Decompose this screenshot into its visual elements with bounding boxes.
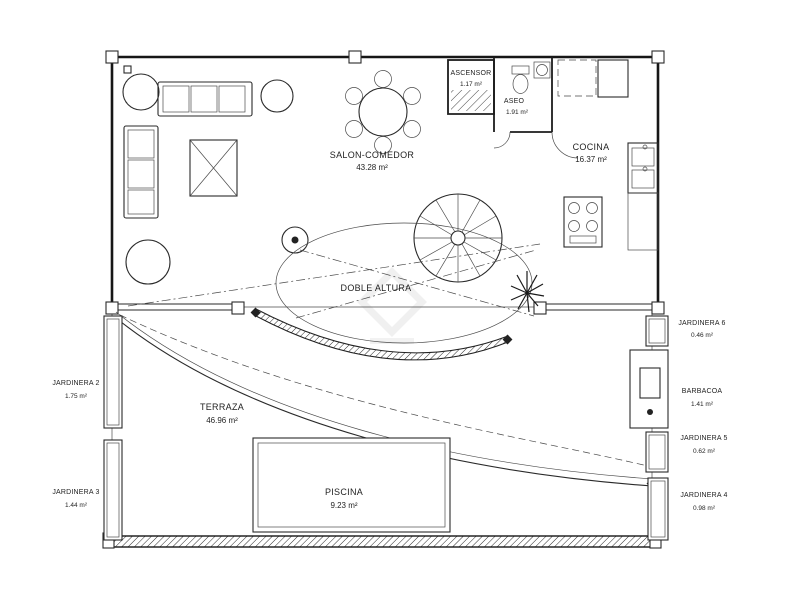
pool bbox=[252, 437, 451, 533]
planter-6 bbox=[645, 315, 669, 347]
label-jardinera6: JARDINERA 6 bbox=[678, 320, 725, 327]
sofa2-icon bbox=[123, 125, 159, 219]
sofa-icon bbox=[157, 81, 253, 117]
area-jardinera6: 0.46 m² bbox=[691, 332, 714, 339]
planter-2 bbox=[103, 315, 123, 429]
planters-right bbox=[629, 315, 669, 541]
planters-left bbox=[103, 315, 123, 541]
area-salon: 43.28 m² bbox=[356, 163, 388, 172]
label-piscina: PISCINA bbox=[325, 487, 363, 497]
area-piscina: 9.23 m² bbox=[330, 501, 357, 510]
structural-column-icon bbox=[281, 226, 309, 254]
label-barbacoa: BARBACOA bbox=[682, 388, 723, 395]
door-arc-aseo bbox=[493, 131, 511, 149]
door-arc-kitchen bbox=[551, 131, 579, 159]
area-aseo: 1.91 m² bbox=[506, 109, 529, 116]
area-jardinera3: 1.44 m² bbox=[65, 502, 88, 509]
label-jardinera3: JARDINERA 3 bbox=[52, 489, 99, 496]
area-ascensor: 1.17 m² bbox=[460, 81, 483, 88]
watermark bbox=[357, 267, 427, 344]
kitchen bbox=[557, 59, 659, 251]
labels: SALON-COMEDOR 43.28 m² ASCENSOR 1.17 m² … bbox=[52, 70, 727, 512]
stove-icon bbox=[563, 196, 603, 248]
coffee-table-icon bbox=[189, 139, 238, 197]
toilet-icon bbox=[511, 65, 530, 94]
label-jardinera2: JARDINERA 2 bbox=[52, 380, 99, 387]
side-table-icon bbox=[260, 79, 294, 113]
area-cocina: 16.37 m² bbox=[575, 155, 607, 164]
kitchen-counter bbox=[627, 192, 659, 251]
double-height-opening bbox=[127, 222, 541, 361]
armchair-round-icon bbox=[125, 239, 171, 285]
label-jardinera5: JARDINERA 5 bbox=[680, 435, 727, 442]
kitchen-sink-icon bbox=[627, 142, 659, 194]
railing-hatch bbox=[111, 535, 653, 548]
plant-icon bbox=[510, 271, 545, 313]
area-jardinera5: 0.62 m² bbox=[693, 448, 716, 455]
area-terraza: 46.96 m² bbox=[206, 416, 238, 425]
label-ascensor: ASCENSOR bbox=[451, 70, 492, 77]
spiral-staircase-icon bbox=[413, 193, 503, 283]
elevator-shaft-hatch bbox=[451, 90, 491, 111]
label-terraza: TERRAZA bbox=[200, 402, 244, 412]
planter-5 bbox=[645, 431, 669, 473]
sink-icon bbox=[533, 61, 551, 79]
planter-4 bbox=[647, 477, 669, 541]
kitchen-dashed-cabinet bbox=[557, 59, 597, 97]
label-cocina: COCINA bbox=[573, 142, 610, 152]
round-plant-icon bbox=[122, 73, 160, 111]
label-aseo: ASEO bbox=[504, 98, 525, 105]
planter-3 bbox=[103, 439, 123, 541]
fridge-icon bbox=[597, 59, 629, 98]
barbecue-icon bbox=[629, 349, 669, 429]
area-jardinera4: 0.98 m² bbox=[693, 505, 716, 512]
living-room-furniture bbox=[122, 70, 421, 285]
label-salon: SALON-COMEDOR bbox=[330, 150, 415, 160]
label-doble-altura: DOBLE ALTURA bbox=[341, 283, 412, 293]
area-barbacoa: 1.41 m² bbox=[691, 401, 714, 408]
area-jardinera2: 1.75 m² bbox=[65, 393, 88, 400]
dining-table-icon bbox=[345, 70, 421, 154]
building-walls bbox=[110, 55, 660, 311]
toilet-room bbox=[493, 57, 579, 159]
label-jardinera4: JARDINERA 4 bbox=[680, 492, 727, 499]
